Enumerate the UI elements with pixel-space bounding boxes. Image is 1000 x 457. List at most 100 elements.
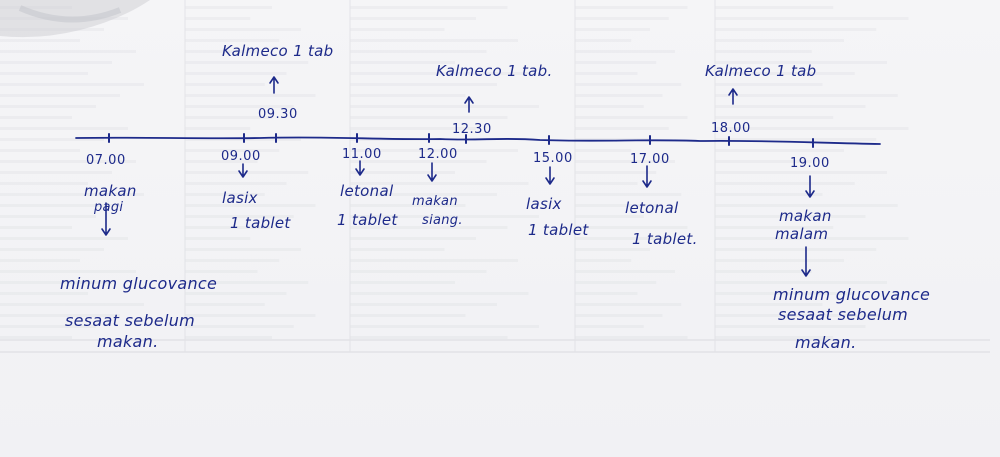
ghost-text-stripe	[350, 6, 508, 9]
ghost-text-stripe	[575, 28, 650, 31]
ghost-text-stripe	[185, 270, 258, 273]
ghost-text-stripe	[715, 259, 844, 262]
ghost-text-stripe	[0, 116, 72, 119]
ghost-text-stripe	[0, 237, 128, 240]
ghost-text-stripe	[350, 303, 497, 306]
ghost-text-stripe	[350, 50, 487, 53]
ghost-text-stripe	[715, 237, 909, 240]
ghost-text-stripe	[350, 215, 539, 218]
ghost-text-stripe	[185, 336, 272, 339]
ghost-text-stripe	[575, 94, 663, 97]
ghost-text-stripe	[350, 248, 445, 251]
ghost-text-stripe	[575, 138, 650, 141]
note-1700-line2: 1 tablet.	[632, 230, 698, 248]
ghost-text-stripe	[0, 105, 96, 108]
ghost-text-stripe	[715, 50, 812, 53]
ghost-text-stripe	[185, 193, 265, 196]
ghost-text-stripe	[715, 325, 866, 328]
ghost-text-stripe	[575, 215, 644, 218]
ghost-text-stripe	[575, 83, 682, 86]
ghost-text-stripe	[575, 160, 675, 163]
ghost-text-stripe	[715, 116, 834, 119]
ghost-text-stripe	[350, 237, 476, 240]
arrow-down-icon	[545, 166, 555, 185]
ghost-text-stripe	[350, 61, 455, 64]
note-0900-line1: lasix	[222, 189, 258, 207]
ghost-text-stripe	[575, 325, 644, 328]
arrow-up-icon	[728, 88, 738, 105]
ghost-text-stripe	[350, 325, 539, 328]
ghost-text-stripe	[715, 270, 812, 273]
ghost-text-stripe	[715, 138, 877, 141]
ghost-text-stripe	[0, 138, 104, 141]
ghost-text-stripe	[575, 336, 688, 339]
ghost-text-stripe	[0, 270, 136, 273]
note-0930-kalmeco: Kalmeco 1 tab	[222, 42, 334, 60]
ghost-text-stripe	[575, 105, 644, 108]
ghost-text-stripe	[575, 226, 688, 229]
up-arrow-icons	[269, 76, 738, 113]
ghost-text-stripe	[350, 149, 518, 152]
time-label-1200: 12.00	[418, 147, 458, 162]
arrow-down-icon	[355, 160, 365, 176]
arrow-down-icon	[101, 202, 111, 236]
time-label-0930: 09.30	[258, 107, 298, 122]
ghost-text-stripe	[0, 61, 112, 64]
ghost-text-stripe	[0, 226, 72, 229]
ghost-text-stripe	[0, 50, 136, 53]
ghost-text-stripe	[185, 281, 309, 284]
ghost-text-stripe	[350, 270, 487, 273]
ghost-text-stripe	[0, 215, 96, 218]
ghost-text-stripe	[185, 39, 280, 42]
ghost-text-stripe	[185, 50, 258, 53]
ghost-text-stripe	[0, 94, 120, 97]
ghost-text-stripe	[185, 204, 316, 207]
ghost-text-stripe	[350, 83, 497, 86]
ghost-text-stripe	[715, 149, 844, 152]
ghost-text-stripe	[185, 6, 272, 9]
arrow-down-icon	[642, 165, 652, 188]
ghost-text-stripe	[350, 116, 508, 119]
time-label-0700: 07.00	[86, 153, 126, 168]
ghost-text-stripe	[350, 259, 518, 262]
timeline-line	[75, 136, 881, 145]
ghost-text-stripe	[350, 281, 455, 284]
ghost-text-stripe	[0, 248, 104, 251]
note-1800-kalmeco: Kalmeco 1 tab	[705, 62, 817, 80]
ghost-text-stripe	[350, 292, 529, 295]
ghost-text-stripe	[575, 61, 657, 64]
time-label-1500: 15.00	[533, 151, 573, 166]
ghost-text-stripe	[185, 303, 265, 306]
ghost-text-stripe	[0, 193, 144, 196]
ghost-text-stripe	[185, 94, 316, 97]
ghost-text-stripe	[575, 182, 638, 185]
ghost-text-stripe	[575, 6, 688, 9]
ghost-text-stripe	[715, 83, 823, 86]
ghost-text-stripe	[715, 281, 887, 284]
ghost-text-stripe	[575, 303, 682, 306]
ghost-text-stripe	[575, 270, 675, 273]
ghost-text-stripe	[715, 17, 909, 20]
note-1900-follow-3: makan.	[795, 333, 857, 352]
ghost-text-stripe	[715, 105, 866, 108]
ghost-text-stripe	[350, 72, 529, 75]
note-0700-follow-3: makan.	[97, 332, 159, 351]
ghost-text-stripe	[185, 116, 272, 119]
ghost-text-stripe	[575, 281, 657, 284]
note-1900-follow-2: sesaat sebelum	[778, 305, 909, 324]
ghost-text-stripe	[0, 314, 120, 317]
ghost-text-stripe	[0, 259, 80, 262]
ghost-text-stripe	[715, 171, 887, 174]
ghost-text-stripe	[715, 215, 866, 218]
note-1500-line1: lasix	[526, 195, 562, 213]
arrow-down-icon	[427, 162, 437, 182]
ghost-text-stripe	[185, 259, 280, 262]
ghost-text-stripe	[0, 281, 112, 284]
ghost-text-stripe	[185, 325, 294, 328]
note-1100-line2: 1 tablet	[337, 211, 398, 229]
ghost-text-stripe	[0, 39, 80, 42]
ghost-text-stripe	[715, 72, 855, 75]
ghost-text-stripe	[350, 17, 476, 20]
ghost-text-stripe	[350, 193, 497, 196]
